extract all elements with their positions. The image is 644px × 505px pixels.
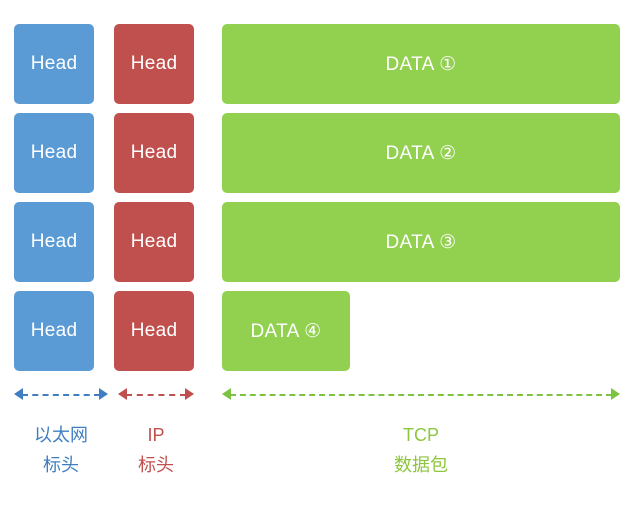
- arrow-right-icon: [185, 388, 194, 400]
- tcp-caption: TCP 数据包: [222, 420, 620, 480]
- tcp-caption-line2: 数据包: [394, 455, 448, 475]
- tcp-span-arrow: [222, 388, 620, 402]
- tcp-data-block-row1: DATA ①: [222, 24, 620, 104]
- tcp-data-label: DATA ②: [385, 142, 457, 164]
- arrow-right-icon: [611, 388, 620, 400]
- ip-header-block-row3: Head: [114, 202, 194, 282]
- arrow-right-icon: [99, 388, 108, 400]
- ethernet-header-block-row2: Head: [14, 113, 94, 193]
- ethernet-caption-line2: 标头: [43, 455, 79, 475]
- arrow-left-icon: [118, 388, 127, 400]
- ethernet-header-label: Head: [30, 53, 78, 74]
- ethernet-header-block-row4: Head: [14, 291, 94, 371]
- arrow-left-icon: [222, 388, 231, 400]
- tcp-data-label: DATA ③: [385, 231, 457, 253]
- tcp-caption-line1: TCP: [403, 425, 439, 445]
- arrow-line: [126, 394, 186, 396]
- tcp-data-label: DATA ④: [250, 320, 322, 342]
- ethernet-caption: 以太网 标头: [14, 420, 108, 480]
- ip-caption-line1: IP: [147, 425, 165, 445]
- tcp-data-block-row4: DATA ④: [222, 291, 350, 371]
- tcp-data-label: DATA ①: [385, 53, 457, 75]
- ethernet-header-block-row1: Head: [14, 24, 94, 104]
- ethernet-header-label: Head: [30, 142, 78, 163]
- ip-span-arrow: [118, 388, 194, 402]
- ethernet-header-label: Head: [30, 320, 78, 341]
- ip-caption-line2: 标头: [138, 455, 174, 475]
- arrow-line: [22, 394, 100, 396]
- ethernet-header-block-row3: Head: [14, 202, 94, 282]
- ip-header-block-row1: Head: [114, 24, 194, 104]
- ethernet-caption-line1: 以太网: [34, 425, 88, 445]
- ip-header-block-row2: Head: [114, 113, 194, 193]
- tcp-data-block-row2: DATA ②: [222, 113, 620, 193]
- ip-header-block-row4: Head: [114, 291, 194, 371]
- ethernet-span-arrow: [14, 388, 108, 402]
- ip-header-label: Head: [130, 320, 178, 341]
- arrow-line: [230, 394, 612, 396]
- ip-header-label: Head: [130, 142, 178, 163]
- ip-header-label: Head: [130, 231, 178, 252]
- tcp-data-block-row3: DATA ③: [222, 202, 620, 282]
- ethernet-header-label: Head: [30, 231, 78, 252]
- arrow-left-icon: [14, 388, 23, 400]
- ip-caption: IP 标头: [118, 420, 194, 480]
- ip-header-label: Head: [130, 53, 178, 74]
